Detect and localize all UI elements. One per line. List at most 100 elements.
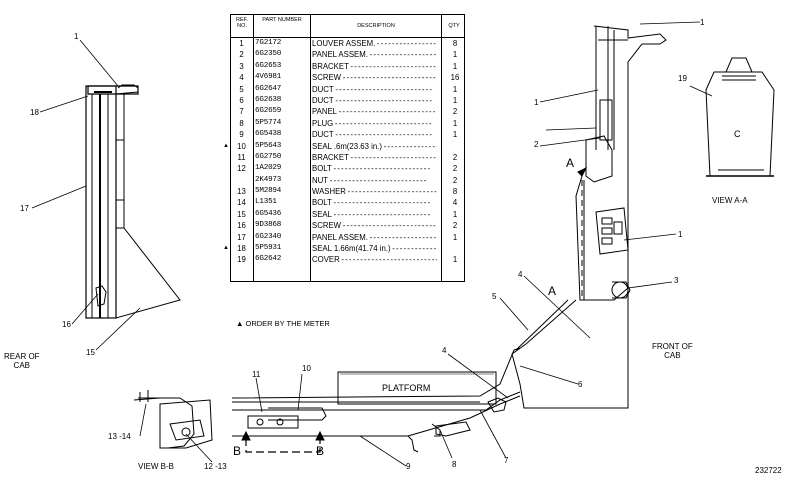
- leader-lines: [31, 21, 713, 467]
- cell-part-number: 6G2642: [255, 255, 282, 264]
- cell-description: COVER: [312, 254, 437, 265]
- cell-part-number: 6G2647: [255, 84, 282, 93]
- section-line-bb: [245, 438, 321, 453]
- cell-qty: 2: [452, 152, 458, 162]
- section-a-top: A: [566, 156, 575, 170]
- cell-part-number: 6G2638: [255, 95, 282, 104]
- header-part-number: PART NUMBER: [262, 17, 302, 23]
- cell-qty: 2: [452, 221, 458, 231]
- callout-13-14: 13 -14: [108, 432, 131, 441]
- cell-description: DUCT: [312, 129, 437, 140]
- cell-description: PLUG: [312, 118, 437, 129]
- cell-ref-no: 6: [239, 95, 244, 105]
- cell-qty: 1: [452, 255, 458, 265]
- cell-ref-no: 7: [239, 107, 244, 117]
- cell-description: DUCT: [312, 95, 437, 106]
- view-c-label: C: [734, 129, 741, 139]
- callout-15: 15: [86, 348, 95, 357]
- cell-ref-no: 12: [237, 164, 246, 174]
- callout-9: 9: [406, 462, 411, 471]
- callout-16: 16: [62, 320, 71, 329]
- order-by-meter-icon: ▲: [223, 142, 229, 149]
- table-row: 14L1351BOLT4: [231, 197, 464, 208]
- callout-7: 7: [504, 456, 509, 465]
- header-qty: QTY: [448, 23, 460, 29]
- callout-10: 10: [302, 364, 311, 373]
- cell-qty: 2: [452, 107, 458, 117]
- header-description: DESCRIPTION: [357, 23, 395, 29]
- view-aa-label: VIEW A-A: [712, 196, 748, 205]
- table-row: 135M2894WASHER8: [231, 186, 464, 197]
- rear-panel-assembly: [85, 84, 181, 319]
- order-note-text: ORDER BY THE METER: [245, 319, 330, 328]
- cell-qty: 1: [452, 95, 458, 105]
- cell-ref-no: 10: [237, 141, 246, 151]
- cell-part-number: 5P5643: [255, 141, 282, 150]
- cell-qty: 4: [452, 198, 458, 208]
- cell-part-number: 9D3868: [255, 221, 282, 230]
- cell-part-number: 6G2750: [255, 152, 282, 161]
- cell-part-number: 6G2653: [255, 61, 282, 70]
- arrow-b-left: [241, 430, 251, 441]
- table-row: 10 5P5643 SEAL .6m(23.63 in.) ▲: [223, 141, 464, 152]
- cell-description: WASHER: [312, 186, 437, 197]
- cell-part-number: 6G2659: [255, 107, 282, 116]
- callout-1d: 1: [678, 230, 683, 239]
- cell-ref-no: 14: [237, 198, 246, 208]
- header-ref-no: REF. NO.: [236, 17, 248, 29]
- table-row: 121A2029BOLT2: [231, 163, 464, 174]
- cell-qty: 1: [452, 84, 458, 94]
- table-row: 116G2750BRACKET2: [231, 152, 464, 163]
- cell-part-number: 6G2340: [255, 232, 282, 241]
- cell-description: SCREW: [312, 72, 437, 83]
- callout-17: 17: [20, 204, 29, 213]
- duct-assembly: [231, 25, 667, 453]
- front-of-cab-label: FRONT OF CAB: [652, 342, 693, 360]
- callout-2: 2: [534, 140, 539, 149]
- cell-description: BRACKET: [312, 152, 437, 163]
- cell-ref-no: 8: [239, 118, 244, 128]
- cell-ref-no: 1: [239, 39, 244, 48]
- arrow-b-right: [315, 430, 325, 441]
- cell-qty: 1: [452, 209, 458, 219]
- cell-qty: 2: [452, 175, 458, 185]
- cell-qty: 1: [452, 118, 458, 128]
- callout-4b: 4: [442, 346, 447, 355]
- table-row: 19 6G2642 COVER 1: [231, 254, 464, 265]
- view-bb-label: VIEW B-B: [138, 462, 175, 471]
- cell-ref-no: 16: [237, 221, 246, 231]
- section-b-left: B: [233, 444, 242, 458]
- cell-ref-no: 18: [237, 244, 246, 254]
- table-row: 8 5P5774 PLUG 1: [231, 118, 464, 129]
- view-aa-cover: [705, 57, 775, 177]
- cell-description: SEAL: [312, 209, 437, 220]
- table-header: REF. NO. PART NUMBER DESCRIPTION QTY: [231, 15, 464, 38]
- cell-ref-no: 9: [239, 130, 244, 140]
- cell-description: SEAL .6m(23.63 in.): [312, 141, 437, 152]
- table-row: 36G2653BRACKET1: [231, 61, 464, 72]
- rear-of-cab-label: REAR OF CAB: [4, 352, 40, 370]
- cell-part-number: 5P5774: [255, 118, 282, 127]
- table-row: 44V6981SCREW16: [231, 72, 464, 83]
- table-row: 96G5438DUCT1: [231, 129, 464, 140]
- cell-description: DUCT: [312, 84, 437, 95]
- cell-part-number: L1351: [255, 198, 277, 207]
- callout-6: 6: [578, 380, 583, 389]
- callout-3: 3: [674, 276, 679, 285]
- cell-description: PANEL ASSEM.: [312, 49, 437, 60]
- callout-4a: 4: [518, 270, 523, 279]
- cell-qty: 2: [452, 164, 458, 174]
- callout-1a: 1: [74, 32, 79, 41]
- cell-ref-no: 19: [237, 255, 246, 265]
- callout-12-13: 12 -13: [204, 462, 227, 471]
- cell-part-number: 6G5438: [255, 130, 282, 139]
- view-bb-detail: [133, 390, 213, 449]
- cell-qty: 8: [452, 39, 458, 48]
- table-row: 169D3868SCREW2: [231, 220, 464, 231]
- cell-part-number: 6G2350: [255, 50, 282, 59]
- table-row: 2K4973NUT2: [231, 175, 464, 186]
